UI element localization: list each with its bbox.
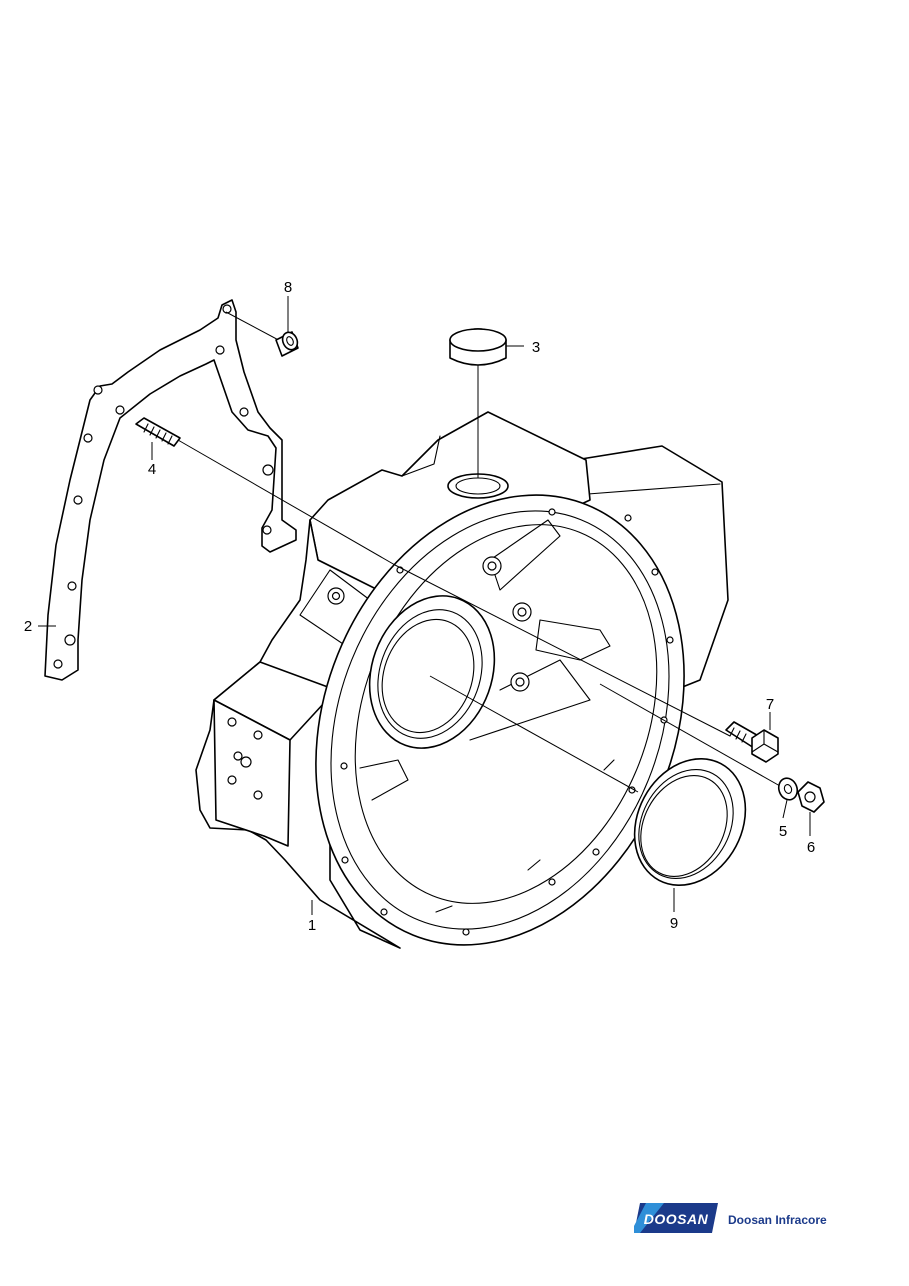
callout-labels: 1 2 3 4 5 6 7 8 9 <box>24 279 815 934</box>
part-7-bolt <box>725 721 779 763</box>
logo-swoosh <box>634 1203 664 1233</box>
part-2-gasket <box>44 299 297 681</box>
part-4-stud <box>135 417 181 447</box>
part-3-plug <box>449 328 507 366</box>
callout-4: 4 <box>148 461 156 478</box>
part-1-flywheel-housing <box>195 411 729 949</box>
part-6-nut <box>797 781 825 813</box>
callout-8: 8 <box>284 279 292 296</box>
callout-6: 6 <box>807 839 815 856</box>
part-9-oil-seal <box>633 758 747 886</box>
callout-2: 2 <box>24 618 32 635</box>
company-name: Doosan Infracore <box>728 1213 827 1227</box>
callout-9: 9 <box>670 915 678 932</box>
logo-wordmark: DOOSAN <box>644 1211 709 1227</box>
doosan-logo: DOOSAN Doosan Infracore <box>634 1203 827 1233</box>
part-5-washer <box>777 777 799 801</box>
callout-5: 5 <box>779 823 787 840</box>
assembly-lines <box>177 311 781 793</box>
callout-leaders <box>38 296 811 915</box>
callout-7: 7 <box>766 696 774 713</box>
callout-1: 1 <box>308 917 316 934</box>
part-8-dowel-sleeve <box>275 331 299 357</box>
callout-3: 3 <box>532 339 540 356</box>
